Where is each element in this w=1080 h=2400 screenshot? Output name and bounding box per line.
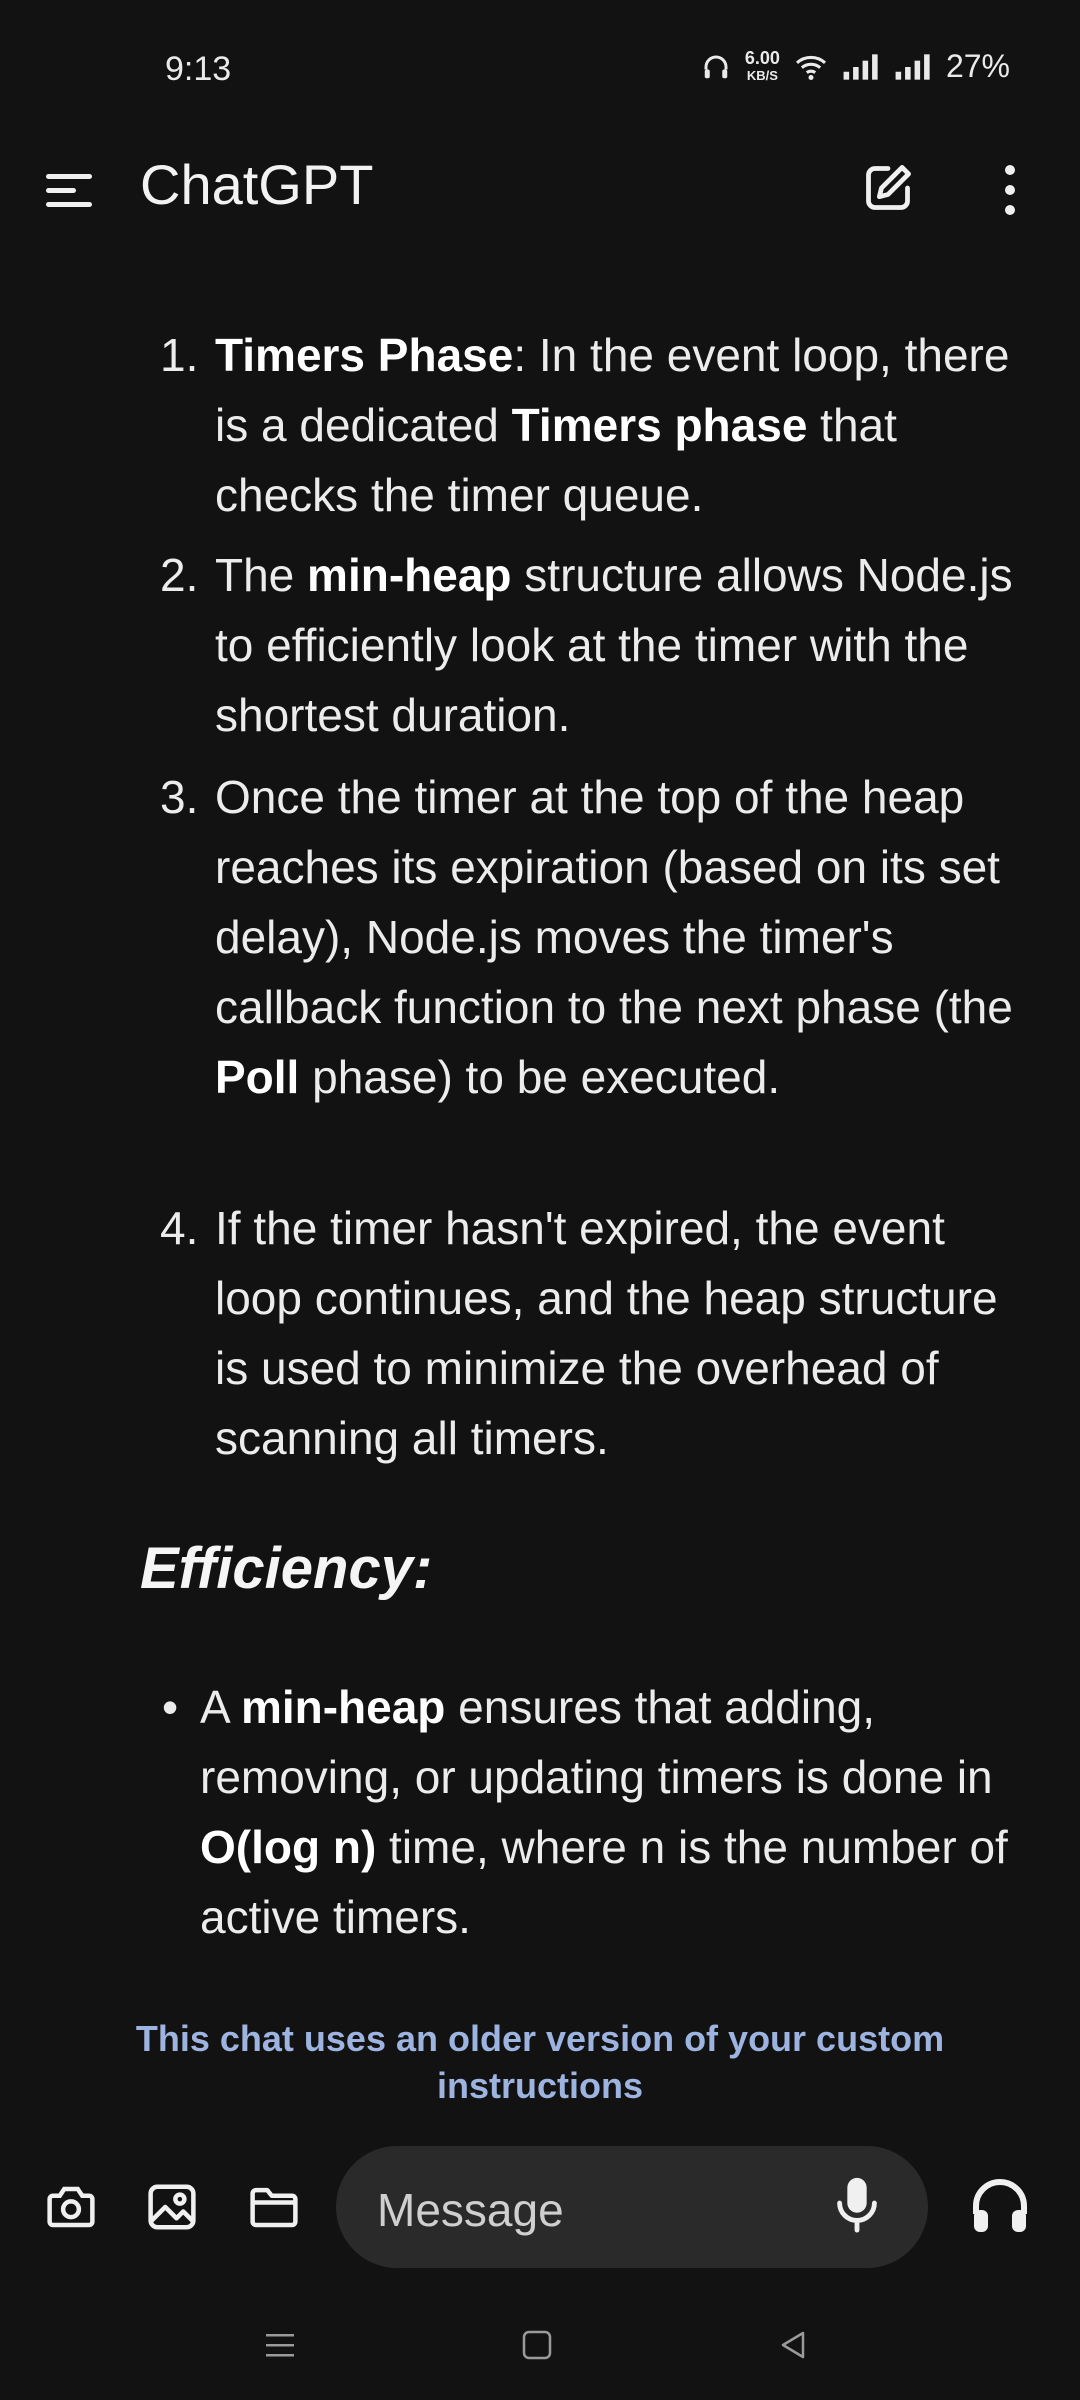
mic-icon[interactable] (835, 2176, 879, 2234)
list-item: 1. Timers Phase: In the event loop, ther… (160, 320, 1015, 530)
text-run: time, where (376, 1821, 640, 1873)
status-indicators: 6.00 KB/S 27% (701, 48, 1010, 85)
text-run: is the number of active timers. (200, 1821, 1008, 1943)
menu-icon[interactable] (46, 172, 94, 208)
text-run: phase) to be executed. (299, 1051, 781, 1103)
text-run: A (200, 1681, 241, 1733)
bold-text: Poll (215, 1051, 300, 1103)
list-item-text: Timers Phase: In the event loop, there i… (215, 329, 1009, 521)
list-number: 2. (160, 549, 199, 601)
list-item-text: If the timer hasn't expired, the event l… (215, 1202, 998, 1464)
list-item: 4. If the timer hasn't expired, the even… (160, 1193, 1015, 1473)
signal-icon-2 (895, 53, 930, 80)
bullet-text: A min-heap ensures that adding, removing… (200, 1681, 1008, 1943)
bold-text: Timers phase (511, 399, 808, 451)
network-speed-unit: KB/S (746, 67, 778, 83)
text-run: ensures that adding, removing, or updati… (200, 1681, 993, 1803)
network-speed: 6.00 KB/S (745, 49, 780, 85)
status-time: 9:13 (165, 50, 232, 88)
network-speed-value: 6.00 (744, 47, 780, 68)
signal-icon (843, 53, 878, 80)
text-run: The (215, 549, 308, 601)
headphones-status-icon (704, 55, 728, 78)
message-input[interactable] (336, 2146, 928, 2268)
list-item: 3. Once the timer at the top of the heap… (160, 762, 1015, 1112)
recent-apps-icon[interactable] (260, 2325, 300, 2365)
camera-icon[interactable] (44, 2180, 98, 2234)
bold-text: min-heap (240, 1681, 446, 1733)
list-number: 3. (160, 771, 199, 823)
list-number: 4. (160, 1202, 199, 1254)
text-run: Once the timer at the top of the heap re… (215, 771, 1013, 1033)
battery-level: 27% (945, 48, 1010, 84)
headphones-icon[interactable] (970, 2178, 1030, 2234)
bold-text: O(log n) (200, 1821, 377, 1873)
text-run: If the timer hasn't expired, the event l… (215, 1202, 998, 1464)
bold-text: Timers Phase (215, 329, 514, 381)
folder-icon[interactable] (247, 2180, 301, 2234)
status-bar: 9:13 6.00 KB/S 27% (0, 0, 1080, 145)
text-run: structure allows Node.js to efficiently … (215, 549, 1013, 741)
text-run: n (639, 1821, 666, 1873)
bullet-dot: • (162, 1681, 179, 1733)
more-vertical-icon[interactable] (990, 162, 1030, 218)
list-item: 2. The min-heap structure allows Node.js… (160, 540, 1015, 750)
section-heading: Efficiency: (140, 1536, 433, 1601)
app-title: ChatGPT (140, 153, 374, 216)
bullet-item: • A min-heap ensures that adding, removi… (162, 1672, 1020, 1952)
message-placeholder: Message (377, 2184, 564, 2236)
image-icon[interactable] (145, 2180, 199, 2234)
edit-icon[interactable] (862, 162, 914, 214)
list-item-text: Once the timer at the top of the heap re… (215, 771, 1013, 1103)
text-run: : In the event loop, there is a dedicate… (215, 329, 1010, 451)
bold-text: min-heap (307, 549, 512, 601)
text-run: that checks the timer queue. (215, 399, 897, 521)
home-icon[interactable] (517, 2325, 557, 2365)
custom-instructions-notice[interactable]: This chat uses an older version of your … (135, 2018, 945, 2106)
wifi-icon (795, 55, 826, 80)
back-icon[interactable] (773, 2325, 813, 2365)
list-item-text: The min-heap structure allows Node.js to… (215, 549, 1013, 741)
list-number: 1. (160, 329, 199, 381)
